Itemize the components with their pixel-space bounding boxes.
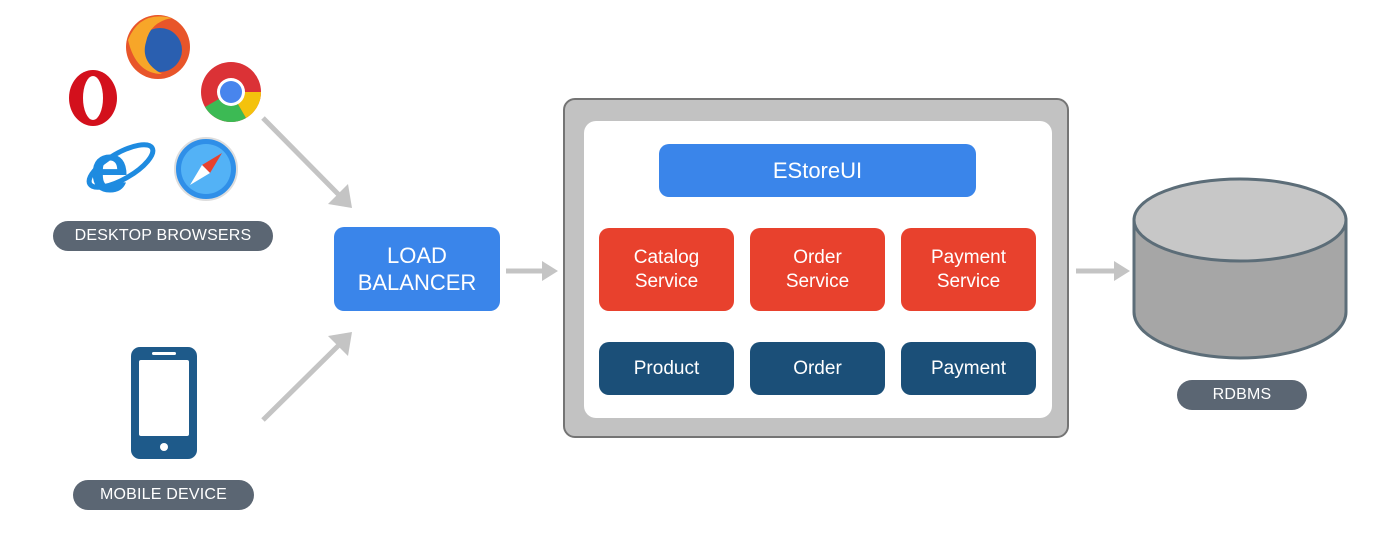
product-db-box: Product <box>599 342 734 395</box>
order-service-box: Order Service <box>750 228 885 311</box>
payment-db-box: Payment <box>901 342 1036 395</box>
firefox-icon <box>126 15 190 79</box>
internet-explorer-icon: e <box>86 129 156 207</box>
estore-ui-box: EStoreUI <box>659 144 976 197</box>
load-balancer-box: LOAD BALANCER <box>334 227 500 311</box>
desktop-browsers-label: DESKTOP BROWSERS <box>53 221 273 251</box>
arrow-head-db <box>1114 261 1130 281</box>
mobile-phone-icon <box>131 347 197 459</box>
mobile-device-label: MOBILE DEVICE <box>73 480 254 510</box>
rdbms-label: RDBMS <box>1177 380 1307 410</box>
payment-service-box: Payment Service <box>901 228 1036 311</box>
database-cylinder-icon <box>1132 177 1348 360</box>
arrow-head-desktop <box>328 184 352 208</box>
chrome-icon <box>201 62 262 123</box>
arrow-head-lb <box>542 261 558 281</box>
arrow-head-mobile <box>328 332 352 356</box>
order-db-box: Order <box>750 342 885 395</box>
safari-icon <box>174 137 238 201</box>
opera-icon <box>69 70 117 126</box>
catalog-service-box: Catalog Service <box>599 228 734 311</box>
